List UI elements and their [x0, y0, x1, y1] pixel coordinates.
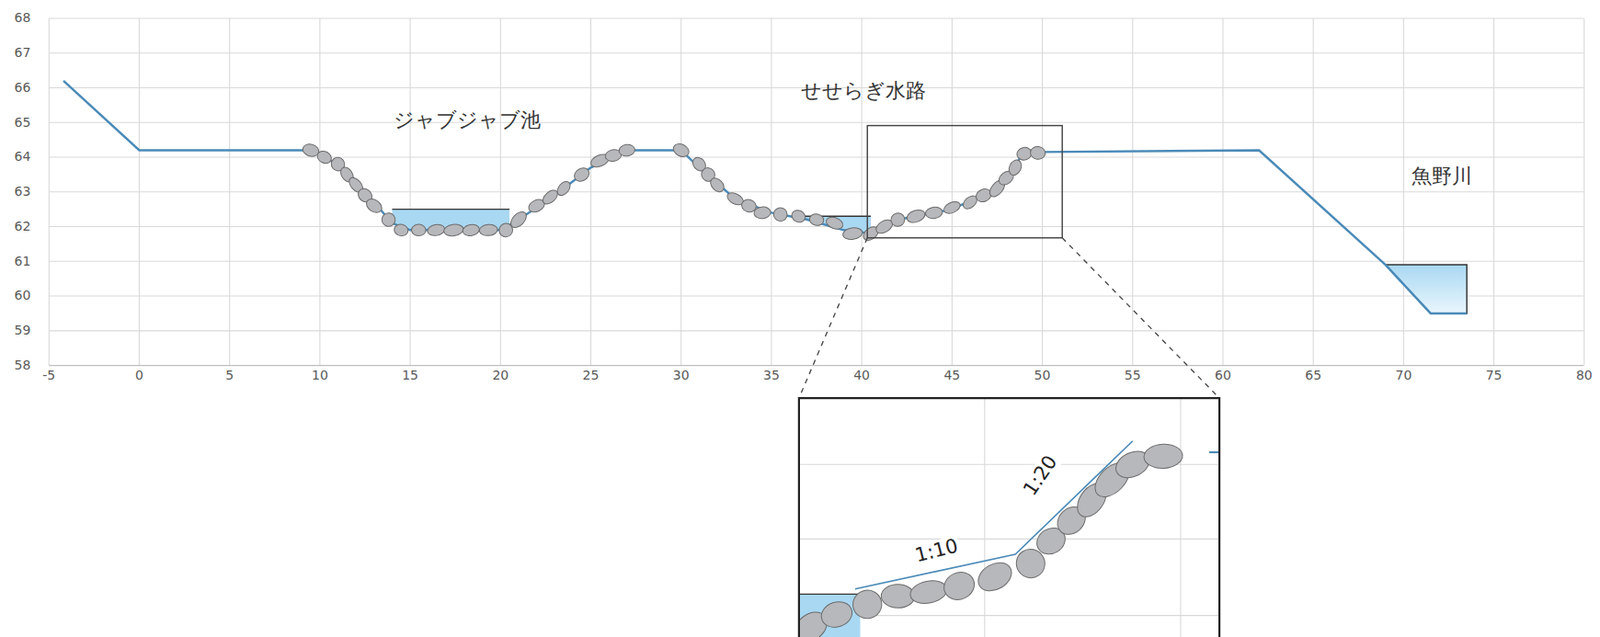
- axis-tick-label: 20: [491, 368, 509, 383]
- grid-line: [1131, 18, 1133, 366]
- grid-line: [680, 18, 682, 366]
- grid-line: [48, 52, 1584, 54]
- stone: [507, 208, 529, 230]
- grid-line: [500, 18, 502, 366]
- area-label: ジャブジャブ池: [393, 109, 541, 132]
- stone: [808, 212, 825, 227]
- stone: [941, 199, 962, 217]
- stone: [392, 222, 410, 238]
- grid-line: [1583, 18, 1585, 366]
- water: [391, 208, 510, 210]
- stone: [479, 224, 499, 238]
- grid-line: [861, 18, 863, 366]
- axis-tick-label: 80: [1576, 368, 1593, 383]
- stone: [818, 597, 857, 631]
- axis-tick-label: 60: [14, 288, 32, 303]
- stone: [771, 205, 789, 224]
- area-label: せせらぎ水路: [800, 80, 926, 103]
- axis-tick-label: 68: [14, 11, 32, 25]
- area-label: 魚野川: [1411, 165, 1473, 188]
- axis-tick-label: 61: [14, 254, 32, 269]
- axis-tick-label: 75: [1485, 368, 1503, 383]
- axis-tick-label: 65: [1304, 368, 1322, 383]
- grid-line: [951, 18, 953, 366]
- stone: [850, 587, 885, 622]
- stone: [671, 141, 692, 160]
- axis-tick-label: 66: [14, 80, 32, 95]
- axis-tick-label: 55: [1124, 368, 1142, 383]
- grid-line: [138, 18, 140, 366]
- grid-line: [48, 261, 1584, 263]
- stone: [617, 143, 636, 157]
- axis-tick-label: 63: [14, 184, 32, 199]
- grid-line: [1493, 18, 1495, 366]
- stone: [908, 578, 949, 607]
- ground-profile: [63, 80, 1467, 314]
- stone: [842, 226, 864, 240]
- axis-tick-label: 58: [14, 358, 32, 373]
- axis-tick-label: 45: [943, 368, 960, 383]
- grid-line: [48, 122, 1584, 124]
- grid-line: [48, 226, 1584, 228]
- axis-tick-label: 25: [582, 368, 600, 383]
- stone: [443, 223, 465, 238]
- stone: [1029, 146, 1047, 161]
- stone: [972, 557, 1017, 597]
- axis-tick-label: 65: [14, 115, 32, 130]
- stone: [754, 205, 772, 219]
- axis-tick-label: 0: [135, 368, 144, 383]
- grid-line: [410, 18, 412, 366]
- grid-line: [48, 330, 1584, 332]
- stone: [939, 567, 980, 605]
- grid-line: [1403, 18, 1405, 366]
- axis-tick-label: 5: [225, 368, 234, 383]
- stone: [789, 207, 808, 225]
- grid-line: [770, 18, 772, 366]
- grid-line: [48, 18, 50, 366]
- stone: [1142, 443, 1183, 469]
- axis-tick-label: 64: [14, 149, 32, 164]
- water: [798, 216, 871, 218]
- axis-tick-label: -5: [42, 368, 56, 383]
- stone: [554, 179, 573, 198]
- axis-tick-label: 15: [401, 368, 419, 383]
- stone: [315, 148, 334, 166]
- stone: [824, 215, 846, 232]
- stone: [925, 205, 944, 220]
- grid-line: [228, 18, 230, 366]
- stone: [880, 584, 915, 609]
- grid-line: [48, 296, 1584, 298]
- grid-line: [1222, 18, 1223, 366]
- stone: [889, 211, 907, 229]
- axis-tick-label: 30: [673, 368, 690, 383]
- stone: [426, 223, 446, 238]
- axis-tick-label: 60: [1214, 368, 1232, 383]
- grid-line: [48, 191, 1584, 193]
- stone: [461, 223, 480, 238]
- stone: [904, 207, 926, 225]
- stone: [1006, 158, 1025, 178]
- axis-tick-label: 67: [14, 45, 32, 60]
- grid-line: [1041, 18, 1043, 366]
- axis-tick-label: 50: [1034, 368, 1052, 383]
- axis-tick-label: 59: [14, 323, 32, 338]
- axis-tick-label: 40: [853, 368, 870, 383]
- grid-line: [48, 156, 1584, 158]
- axis-tick-label: 70: [1395, 368, 1413, 383]
- grid-line: [319, 18, 320, 366]
- stone: [411, 224, 426, 237]
- axis-tick-label: 35: [763, 368, 780, 383]
- axis-tick-label: 10: [311, 368, 329, 383]
- stone: [571, 165, 593, 185]
- axis-tick-label: 62: [14, 219, 32, 234]
- grid-line: [590, 18, 592, 366]
- grid-line: [1313, 18, 1315, 366]
- stone: [708, 175, 727, 195]
- water: [1385, 264, 1467, 314]
- grid-line: [48, 17, 1584, 19]
- stone: [364, 196, 385, 217]
